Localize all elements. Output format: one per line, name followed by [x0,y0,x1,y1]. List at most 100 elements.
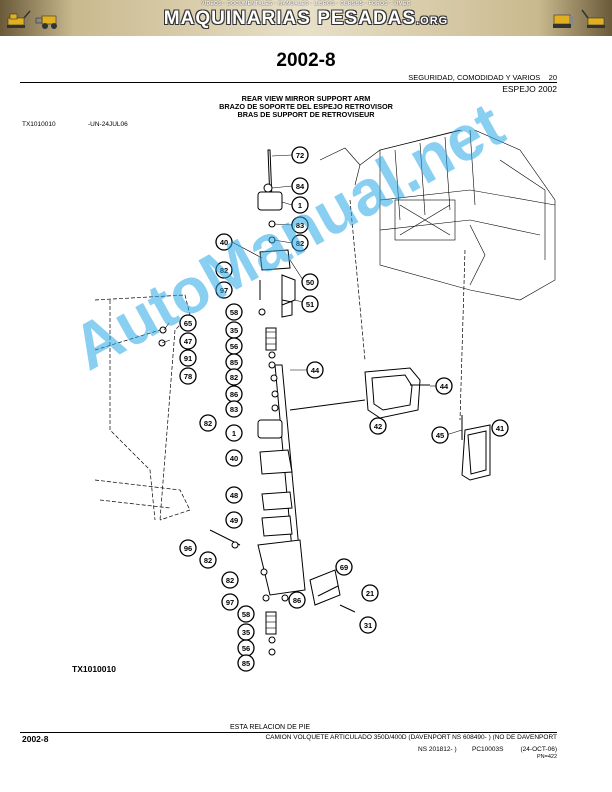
figure-date: -UN-24JUL06 [88,121,128,128]
title-spanish: BRAZO DE SOPORTE DEL ESPEJO RETROVISOR [219,102,393,111]
callout-group: 72 84 1 83 82 40 50 82 97 51 58 65 47 35… [179,146,509,672]
figure-caption: TX1010010 [72,664,116,674]
callout-51: 51 [301,295,319,313]
footer-page-number: 2002-8 [22,734,49,744]
dozer-icon [553,14,573,28]
svg-text:41: 41 [496,424,504,433]
callout-86: 86 [288,591,306,609]
callout-96: 96 [179,539,197,557]
svg-text:97: 97 [220,286,228,295]
svg-text:58: 58 [242,610,250,619]
svg-text:58: 58 [230,308,238,317]
svg-text:82: 82 [204,419,212,428]
footer-date: (24-OCT-06) [520,746,557,753]
callout-45: 45 [431,426,449,444]
svg-text:86: 86 [230,390,238,399]
frame-outline [94,294,191,521]
svg-text:83: 83 [296,221,304,230]
svg-text:21: 21 [366,589,374,598]
callout-83: 83 [225,400,243,418]
svg-text:72: 72 [296,151,304,160]
footer-serial: NS 201812- ) [418,746,457,753]
svg-text:40: 40 [220,238,228,247]
callout-82: 82 [215,261,233,279]
site-banner: VIDEOS · DOCUMENTALES · MANUALES · LIBRO… [0,0,612,36]
svg-text:44: 44 [311,366,320,375]
fasteners [158,183,289,656]
callout-58: 58 [225,303,243,321]
callout-82: 82 [199,551,217,569]
support-arm [209,149,356,635]
svg-text:45: 45 [436,431,444,440]
svg-text:40: 40 [230,454,238,463]
svg-text:51: 51 [306,300,314,309]
callout-85: 85 [225,353,243,371]
loader-icon [35,15,57,29]
svg-text:82: 82 [226,576,234,585]
exploded-parts-diagram: 72 84 1 83 82 40 50 82 97 51 58 65 47 35… [94,130,556,672]
svg-text:69: 69 [340,563,348,572]
callout-35: 35 [237,623,255,641]
footer-reference: PC10003S [472,746,504,753]
svg-text:56: 56 [242,644,250,653]
svg-text:49: 49 [230,516,238,525]
svg-text:1: 1 [232,429,236,438]
callout-69: 69 [335,558,353,576]
callout-21: 21 [361,584,379,602]
callout-72: 72 [291,146,309,164]
callout-47: 47 [179,332,197,350]
footer-divider [20,732,557,733]
callout-35: 35 [225,321,243,339]
callout-42: 42 [369,417,387,435]
callout-1: 1 [225,424,243,442]
banner-brand[interactable]: MAQUINARIAS PESADAS.ORG [163,8,449,29]
callout-56: 56 [237,639,255,657]
svg-text:35: 35 [242,628,250,637]
svg-text:82: 82 [204,556,212,565]
callout-41: 41 [491,419,509,437]
callout-48: 48 [225,486,243,504]
callout-56: 56 [225,337,243,355]
callout-44: 44 [306,361,324,379]
mirrors [289,367,491,481]
callout-84: 84 [291,177,309,195]
title-english: REAR VIEW MIRROR SUPPORT ARM [241,94,371,103]
callout-82: 82 [199,414,217,432]
cab-drawing [319,130,556,421]
svg-text:85: 85 [242,659,250,668]
svg-text:48: 48 [230,491,238,500]
svg-text:44: 44 [440,382,449,391]
excavator-icon [7,10,31,28]
subsection-title: ESPEJO 2002 [502,84,557,94]
section-header: SEGURIDAD, COMODIDAD Y VARIOS 20 [408,73,557,82]
svg-text:42: 42 [374,422,382,431]
svg-text:78: 78 [184,372,192,381]
svg-text:83: 83 [230,405,238,414]
callout-44: 44 [435,377,453,395]
svg-text:1: 1 [298,201,302,210]
svg-text:50: 50 [306,278,314,287]
callout-31: 31 [359,616,377,634]
figure-titles: REAR VIEW MIRROR SUPPORT ARM BRAZO DE SO… [0,95,612,119]
callout-50: 50 [301,273,319,291]
svg-text:47: 47 [184,337,192,346]
svg-text:86: 86 [293,596,301,605]
callout-49: 49 [225,511,243,529]
callout-40: 40 [215,233,233,251]
callout-78: 78 [179,367,197,385]
page-title: 2002-8 [276,50,336,71]
footer-pn: PN=422 [536,754,557,760]
svg-text:35: 35 [230,326,238,335]
callout-65: 65 [179,314,197,332]
callout-91: 91 [179,349,197,367]
svg-text:91: 91 [184,354,192,363]
svg-text:82: 82 [220,266,228,275]
svg-text:65: 65 [184,319,192,328]
callout-58: 58 [237,605,255,623]
callout-82: 82 [225,368,243,386]
svg-text:82: 82 [230,373,238,382]
callout-1: 1 [291,196,309,214]
footer-description: CAMION VOLQUETE ARTICULADO 350D/400D (DA… [265,734,557,741]
svg-text:96: 96 [184,544,192,553]
banner-top-text: VIDEOS · DOCUMENTALES · MANUALES · LIBRO… [201,1,411,7]
